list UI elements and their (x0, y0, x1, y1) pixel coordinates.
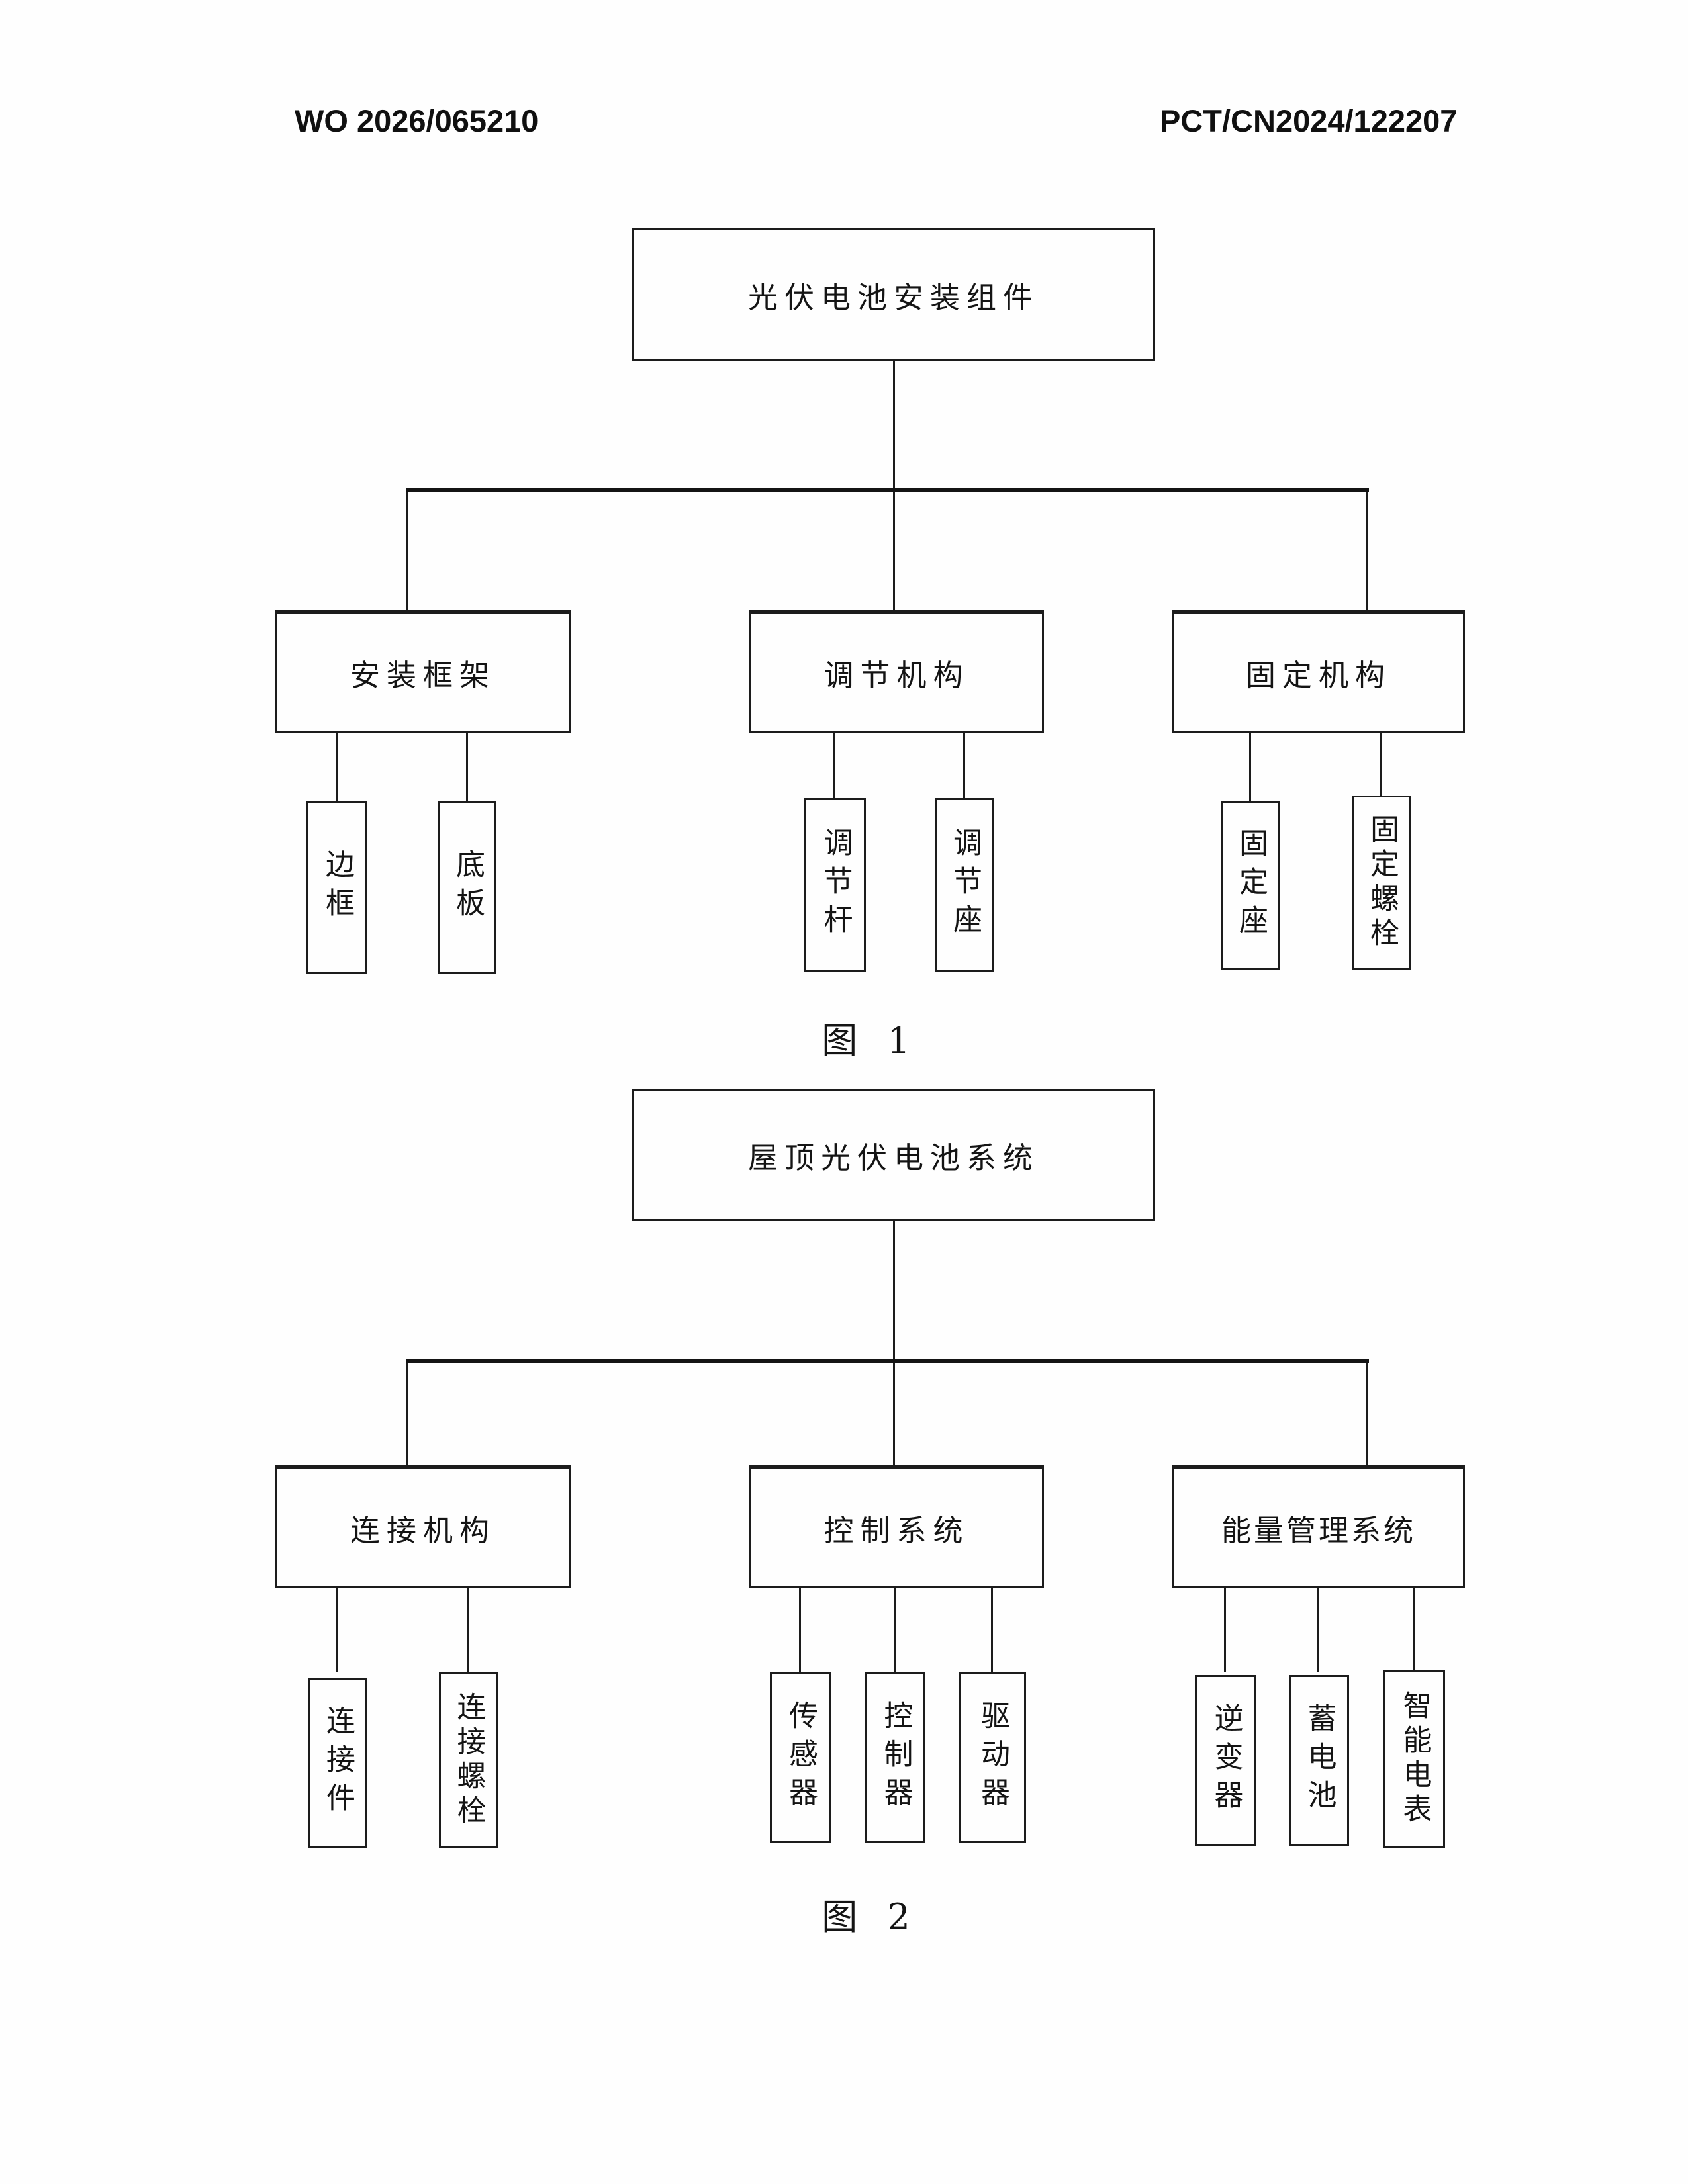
fig1-leaf-label-adjusting-seat: 调节座 (948, 827, 982, 942)
fig1-leaf-stem-adjusting-seat (963, 733, 965, 801)
fig1-leaf-stem-edge-frame (336, 733, 338, 801)
fig2-branch-box-control-system: 控制系统 (749, 1465, 1044, 1588)
fig1-drop-line-center (893, 492, 895, 610)
fig2-leaf-label-storage-battery: 蓄电池 (1302, 1703, 1336, 1818)
fig1-leaf-label-fixing-bolt: 固定螺栓 (1365, 814, 1399, 952)
fig1-root-label: 光伏电池安装组件 (747, 279, 1039, 315)
fig1-caption: 图 1 (821, 1020, 919, 1062)
fig2-drop-line-right (1366, 1363, 1368, 1465)
fig1-leaf-box-adjusting-rod: 调节杆 (804, 798, 866, 972)
fig1-leaf-label-base-plate: 底板 (451, 849, 485, 926)
fig1-branch-hline (406, 488, 1369, 492)
fig2-leaf-stem-inverter (1224, 1588, 1226, 1672)
fig2-leaf-label-inverter: 逆变器 (1209, 1703, 1243, 1818)
fig2-root-box-rooftop-pv-system: 屋顶光伏电池系统 (632, 1089, 1155, 1221)
fig2-branch-label-connection-mechanism: 连接机构 (350, 1512, 496, 1548)
fig1-branch-box-fixing-mechanism: 固定机构 (1172, 610, 1465, 733)
fig2-leaf-label-connector: 连接件 (321, 1706, 355, 1821)
fig1-leaf-box-base-plate: 底板 (438, 801, 496, 974)
fig1-leaf-stem-base-plate (466, 733, 468, 801)
fig2-leaf-box-storage-battery: 蓄电池 (1289, 1675, 1349, 1846)
fig1-leaf-box-edge-frame: 边框 (306, 801, 367, 974)
fig2-leaf-box-connector: 连接件 (308, 1678, 367, 1848)
fig1-root-stem-line (893, 361, 895, 490)
fig1-drop-line-right (1366, 492, 1368, 610)
fig1-leaf-label-fixing-seat: 固定座 (1234, 828, 1268, 943)
fig2-leaf-stem-sensor (799, 1588, 801, 1672)
fig2-leaf-box-inverter: 逆变器 (1195, 1675, 1256, 1846)
fig1-leaf-box-fixing-seat: 固定座 (1221, 801, 1280, 970)
fig2-leaf-label-sensor: 传感器 (784, 1700, 818, 1815)
fig1-leaf-box-fixing-bolt: 固定螺栓 (1352, 796, 1411, 970)
fig2-caption: 图 2 (821, 1896, 919, 1938)
fig2-branch-label-control-system: 控制系统 (823, 1512, 970, 1548)
fig2-leaf-label-connecting-bolt: 连接螺栓 (451, 1692, 486, 1829)
fig2-leaf-box-controller: 控制器 (865, 1672, 925, 1843)
fig1-branch-box-adjusting-mechanism: 调节机构 (749, 610, 1044, 733)
fig2-leaf-box-connecting-bolt: 连接螺栓 (439, 1672, 498, 1848)
fig1-branch-label-fixing-mechanism: 固定机构 (1245, 658, 1391, 693)
fig2-leaf-stem-storage-battery (1317, 1588, 1319, 1672)
fig1-leaf-stem-fixing-bolt (1380, 733, 1382, 801)
fig2-leaf-box-smart-meter: 智能电表 (1383, 1670, 1445, 1848)
fig2-leaf-stem-controller (894, 1588, 896, 1672)
fig2-drop-line-center (893, 1363, 895, 1465)
fig1-branch-box-mounting-frame: 安装框架 (275, 610, 571, 733)
fig2-leaf-stem-connector (336, 1588, 338, 1672)
fig1-leaf-box-adjusting-seat: 调节座 (935, 798, 994, 972)
fig1-branch-label-adjusting-mechanism: 调节机构 (823, 658, 970, 693)
fig2-leaf-stem-driver (991, 1588, 993, 1672)
fig2-root-stem-line (893, 1221, 895, 1361)
fig2-branch-label-energy-management-system: 能量管理系统 (1221, 1512, 1416, 1548)
fig2-branch-box-energy-management-system: 能量管理系统 (1172, 1465, 1465, 1588)
fig1-root-box-pv-mounting-assembly: 光伏电池安装组件 (632, 228, 1155, 361)
fig2-drop-line-left (406, 1363, 408, 1465)
fig2-branch-hline (406, 1359, 1369, 1363)
fig2-branch-box-connection-mechanism: 连接机构 (275, 1465, 571, 1588)
fig2-root-label: 屋顶光伏电池系统 (747, 1140, 1039, 1175)
fig2-leaf-label-smart-meter: 智能电表 (1397, 1690, 1432, 1828)
fig2-leaf-box-driver: 驱动器 (959, 1672, 1026, 1843)
fig1-drop-line-left (406, 492, 408, 610)
fig2-leaf-stem-smart-meter (1413, 1588, 1415, 1672)
fig2-leaf-label-driver: 驱动器 (976, 1700, 1009, 1815)
fig1-branch-label-mounting-frame: 安装框架 (350, 658, 496, 693)
fig1-leaf-label-adjusting-rod: 调节杆 (818, 827, 853, 942)
fig2-leaf-label-controller: 控制器 (878, 1700, 913, 1815)
fig1-leaf-label-edge-frame: 边框 (320, 849, 354, 926)
application-number: PCT/CN2024/122207 (1160, 103, 1458, 138)
fig2-leaf-stem-connecting-bolt (467, 1588, 469, 1672)
fig1-leaf-stem-adjusting-rod (833, 733, 835, 801)
fig2-leaf-box-sensor: 传感器 (770, 1672, 831, 1843)
fig1-leaf-stem-fixing-seat (1249, 733, 1251, 801)
publication-number: WO 2026/065210 (295, 103, 539, 138)
